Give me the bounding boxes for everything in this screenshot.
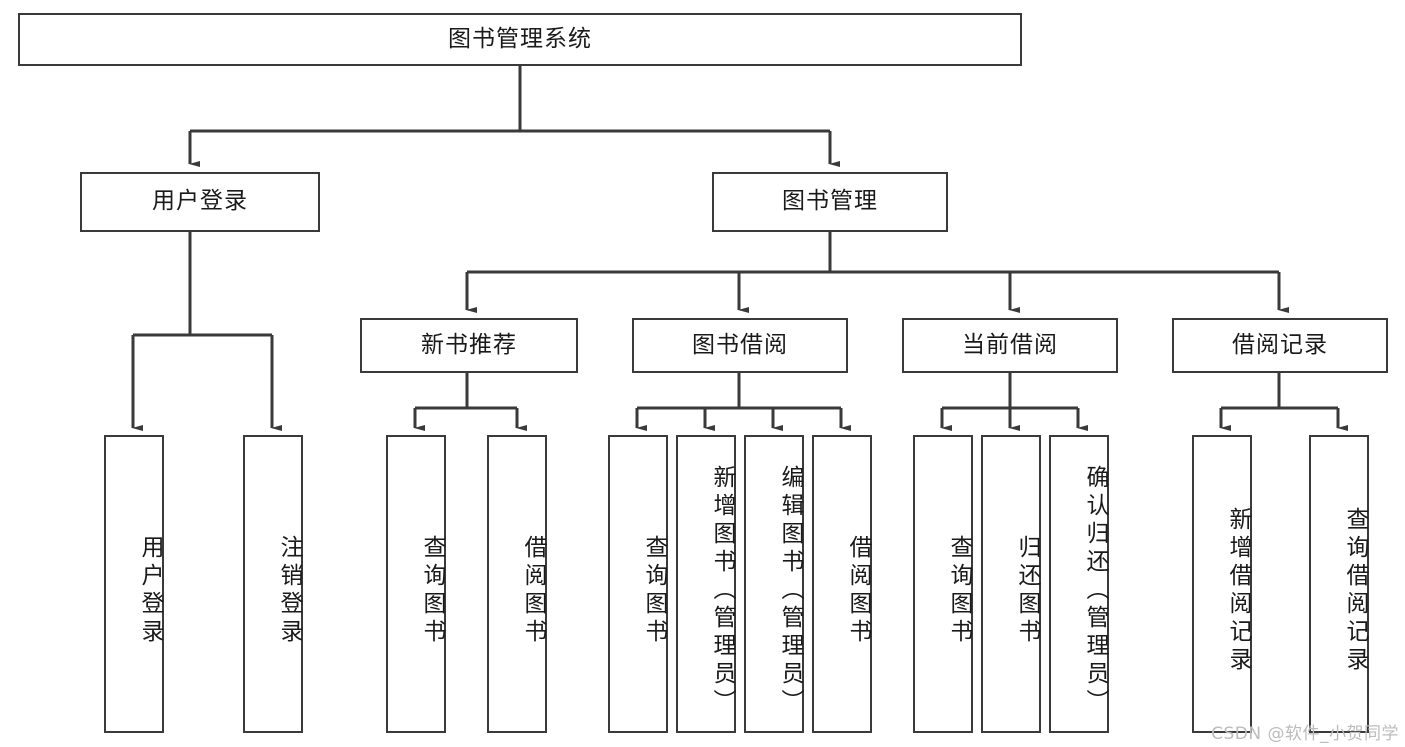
node-borrow-records[interactable]: 借阅记录 (1172, 318, 1388, 373)
leaf-user-logout[interactable]: 注销登录 (243, 435, 303, 733)
watermark-text: CSDN @软件_小贺同学 (1211, 724, 1399, 744)
node-root-system[interactable]: 图书管理系统 (18, 13, 1022, 66)
leaf-borrow-book[interactable]: 借阅图书 (812, 435, 872, 733)
node-user-login[interactable]: 用户登录 (80, 172, 320, 232)
leaf-add-borrow-record[interactable]: 新增借阅记录 (1192, 435, 1252, 733)
node-book-borrow[interactable]: 图书借阅 (632, 318, 848, 373)
node-current-borrow[interactable]: 当前借阅 (902, 318, 1118, 373)
leaf-add-book-admin[interactable]: 新增图书（管理员） (676, 435, 736, 733)
leaf-query-book-borrow[interactable]: 查询图书 (608, 435, 668, 733)
leaf-query-book-recommend[interactable]: 查询图书 (386, 435, 446, 733)
leaf-query-book-current[interactable]: 查询图书 (913, 435, 973, 733)
leaf-return-book[interactable]: 归还图书 (981, 435, 1041, 733)
leaf-borrow-book-recommend[interactable]: 借阅图书 (487, 435, 547, 733)
leaf-confirm-return-admin[interactable]: 确认归还（管理员） (1049, 435, 1109, 733)
leaf-query-borrow-record[interactable]: 查询借阅记录 (1309, 435, 1369, 733)
node-new-book-recommend[interactable]: 新书推荐 (360, 318, 578, 373)
leaf-edit-book-admin[interactable]: 编辑图书（管理员） (744, 435, 804, 733)
node-book-management[interactable]: 图书管理 (712, 172, 948, 232)
leaf-user-login[interactable]: 用户登录 (104, 435, 164, 733)
